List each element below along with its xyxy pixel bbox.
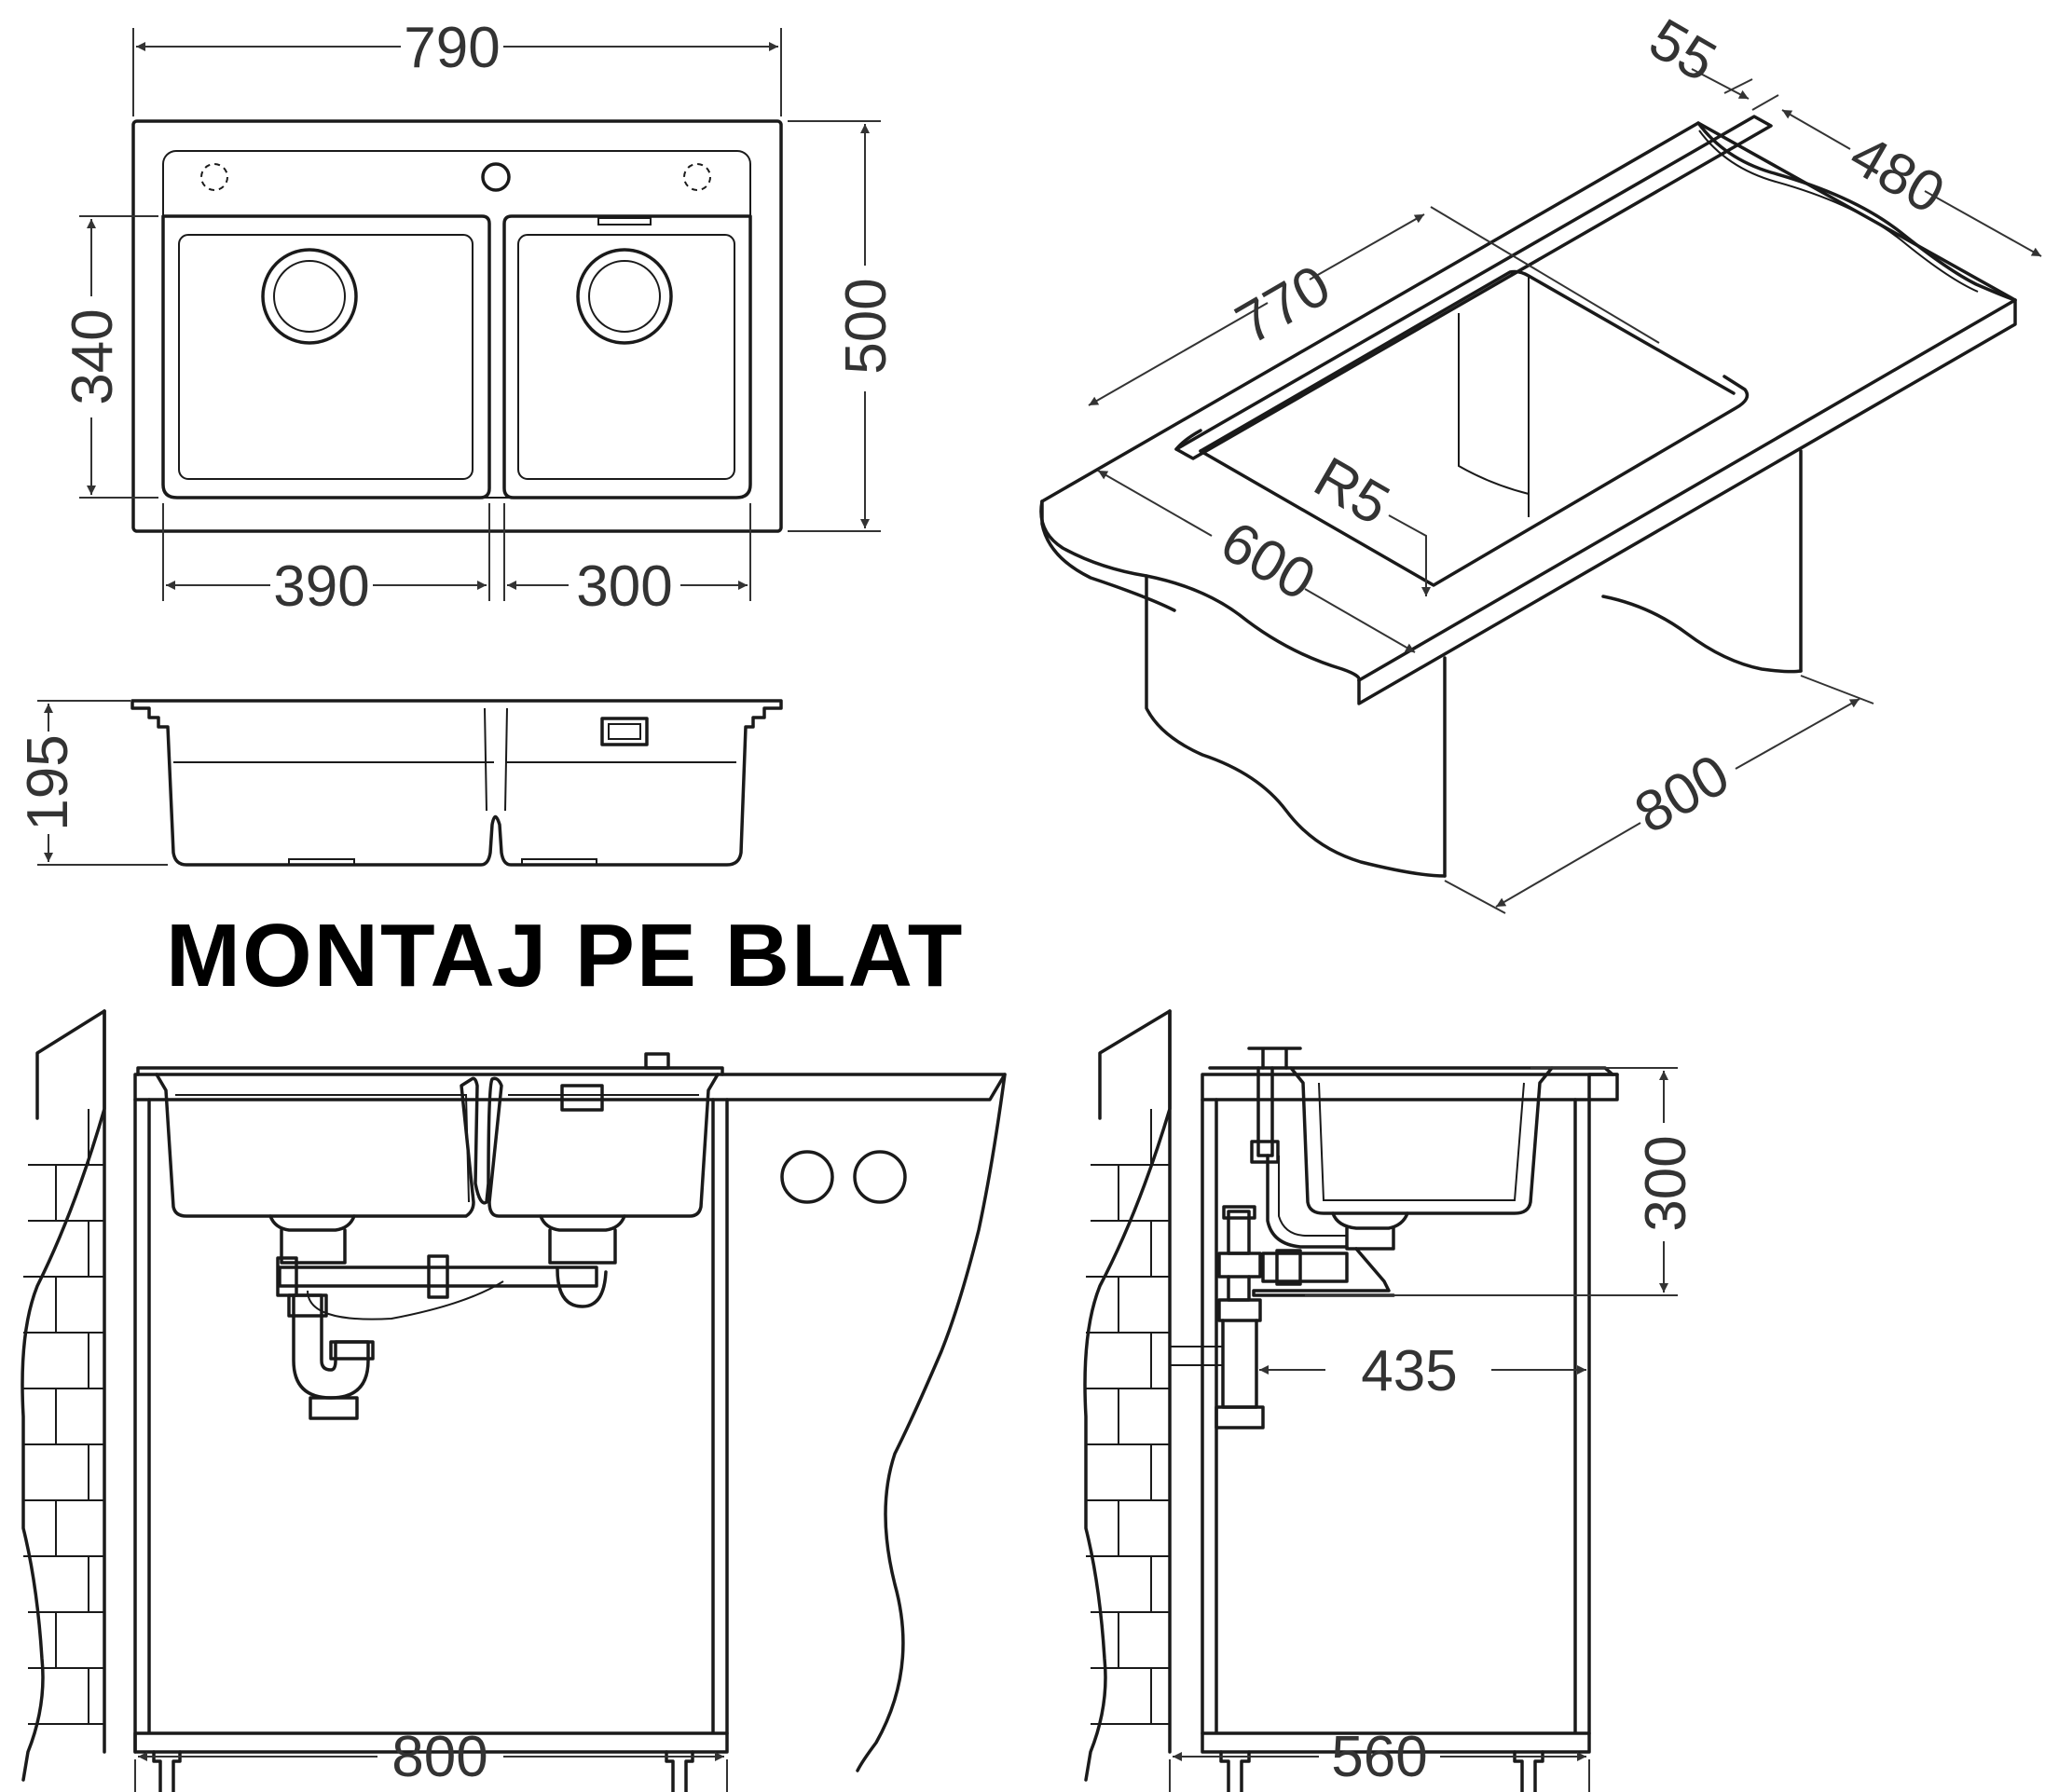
perspective-view: [1039, 115, 2017, 878]
dim-R5: R5: [1304, 445, 1400, 538]
perspective-dimensions: 770 600 R5 55 480 800: [1088, 7, 2042, 914]
dim-600: 600: [1210, 510, 1325, 613]
top-view: [131, 119, 783, 533]
side-install-view: [1083, 1009, 1619, 1792]
dim-800-front: 800: [391, 1725, 487, 1789]
dim-800-persp: 800: [1625, 743, 1740, 846]
dim-300-side: 300: [1634, 1135, 1698, 1231]
dim-500: 500: [834, 278, 899, 374]
page-title: MONTAJ PE BLAT: [166, 906, 965, 1005]
side-section-dimensions: 195: [16, 700, 168, 866]
dim-390: 390: [273, 554, 369, 619]
side-section: [130, 699, 783, 867]
side-install-dimensions: 300 435 560: [1169, 1067, 1698, 1792]
dim-300-top: 300: [576, 554, 672, 619]
dim-560: 560: [1331, 1725, 1427, 1789]
dim-195: 195: [16, 734, 80, 830]
dim-770: 770: [1226, 253, 1341, 357]
top-view-dimensions: 790 500 340 390 300: [61, 16, 899, 619]
dim-340: 340: [61, 308, 125, 404]
dim-435: 435: [1361, 1339, 1457, 1403]
dim-790: 790: [404, 16, 500, 80]
front-install-dimensions: 800: [134, 1725, 728, 1792]
front-install-view: [21, 1009, 1007, 1792]
